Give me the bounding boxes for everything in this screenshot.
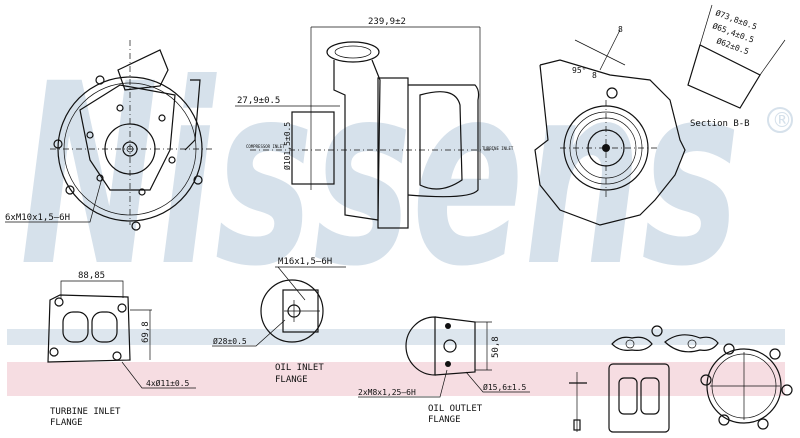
flange-holes-dim: 4xØ11±0.5 [146, 378, 190, 388]
turbine-front-view: 6xM10x1,5–6H [5, 40, 215, 231]
blue-band [7, 329, 785, 345]
gasket-kit [569, 325, 793, 433]
oil-inlet-label-2: FLANGE [275, 375, 308, 385]
turbine-inlet-label-2: FLANGE [50, 418, 83, 428]
oil-outlet-dia-dim: Ø15,6±1.5 [483, 382, 527, 392]
oil-inlet-thread-dim: M16x1,5–6H [278, 257, 332, 267]
overall-length-dim: 239,9±2 [368, 17, 406, 27]
oil-outlet-height-dim: 50,8 [491, 336, 501, 358]
angle-c-label: 8 [618, 25, 623, 34]
oil-gasket-small [611, 336, 653, 351]
turbine-inlet-flange: 88,85 69,8 4xØ11±0.5 TURBINE INLET FLANG… [47, 271, 196, 428]
oil-outlet-flange: 50,8 2xM8x1,25–6H Ø15,6±1.5 OIL OUTLET F… [358, 316, 530, 425]
registered-symbol: ® [772, 108, 792, 132]
oil-outlet-thread-dim: 2xM8x1,25–6H [358, 388, 416, 397]
side-view: 239,9±2 27,9±0.5 Ø101,5±0.5 COMPRESSOR I… [235, 17, 514, 229]
oil-inlet-label-1: OIL INLET [275, 363, 324, 373]
flange-offset-dim: 27,9±0.5 [237, 96, 280, 106]
turbine-studs-label: 6xM10x1,5–6H [5, 213, 70, 223]
registered-mark-icon [767, 107, 793, 133]
angle-b-label: 8 [592, 71, 597, 80]
flange-height-dim: 69,8 [141, 321, 151, 343]
turbine-inlet-small-label: TURBINE INLET [482, 146, 514, 151]
compressor-front-view: 95° 8 8 [534, 25, 686, 226]
section-label: Section B-B [690, 119, 750, 129]
oil-outlet-label-2: FLANGE [428, 415, 461, 425]
oil-inlet-flange: M16x1,5–6H Ø28±0.5 OIL INLET FLANGE [212, 257, 346, 385]
turbine-flange-gasket [608, 363, 670, 433]
angle-a-label: 95° [572, 66, 586, 75]
oil-outlet-label-1: OIL OUTLET [428, 404, 483, 414]
exhaust-gasket [706, 348, 782, 424]
oil-inlet-dia-dim: Ø28±0.5 [213, 336, 247, 346]
compressor-inlet-dia-dim: Ø101,5±0.5 [282, 122, 292, 170]
pink-band [7, 362, 785, 396]
nissens-watermark: Nissens [20, 30, 740, 321]
flange-width-dim: 88,85 [78, 271, 105, 281]
oil-gasket-large [664, 334, 719, 353]
turbine-inlet-label-1: TURBINE INLET [50, 407, 121, 417]
compressor-inlet-label: COMPRESSOR INLET [246, 144, 285, 149]
